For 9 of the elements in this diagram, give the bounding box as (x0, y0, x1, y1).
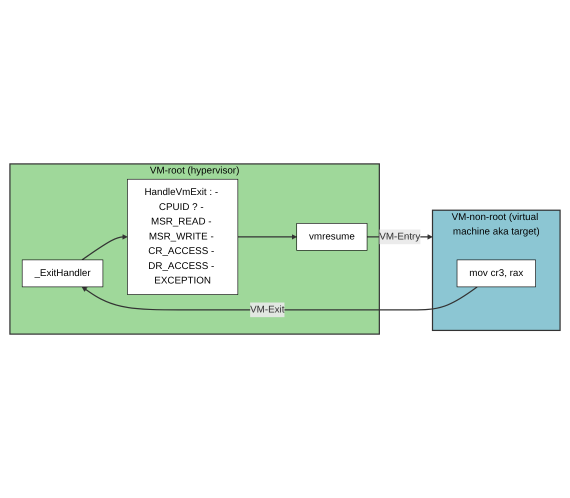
arrow (82, 286, 478, 310)
node-box: _ExitHandler (22, 260, 104, 288)
node-box: vmresume (296, 223, 368, 251)
arrow (82, 234, 128, 260)
node-box: HandleVmExit : - CPUID ? - MSR_READ - MSR_WRITE - CR_ACCESS - DR_ACCESS - EXCEPTION (127, 178, 238, 295)
arrow (238, 234, 297, 240)
edge-label: VM-Exit (250, 304, 284, 315)
node-box: mov cr3, rax (456, 260, 536, 288)
edge-label: VM-Entry (379, 231, 420, 242)
